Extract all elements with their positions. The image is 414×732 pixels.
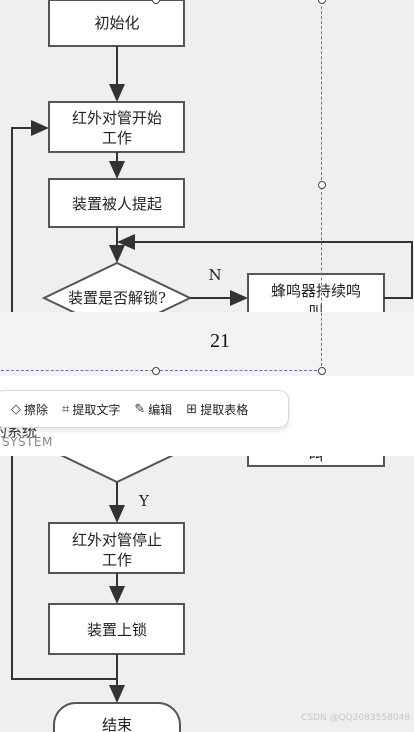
extract-text-label: 提取文字 [72, 402, 121, 417]
table-extract-icon: ⊞ [186, 401, 198, 417]
watermark: CSDN @QQ2083558048 [301, 713, 410, 723]
selection-handle-bottom-right[interactable] [318, 367, 326, 375]
edit-pencil-icon: ✎ [134, 401, 146, 417]
label-no: N [208, 266, 221, 284]
node-unlocked: 装置是否解锁? [68, 289, 166, 307]
page-number: 21 [210, 330, 230, 352]
unlocked-diamond [41, 261, 193, 312]
node-ir-start-line2: 工作 [102, 129, 132, 147]
selection-handle-bottom[interactable] [152, 367, 160, 375]
node-ir-stop-line1: 红外对管停止 [72, 531, 162, 549]
node-ir-start-line1: 红外对管开始 [72, 109, 162, 127]
node-buzzer-line1: 蜂鸣器持续鸣 [271, 282, 361, 300]
background-system-text: SYSTEM [2, 435, 53, 449]
node-buzzer-line2: 叫 [308, 302, 323, 312]
end-terminator [54, 703, 180, 732]
node-lifted: 装置被人提起 [72, 195, 162, 213]
node-ir-stop-line2: 工作 [102, 551, 132, 569]
node-init: 初始化 [94, 14, 139, 32]
edit-button[interactable]: ✎ 编辑 [134, 401, 172, 418]
eraser-icon: ◇ [11, 401, 21, 417]
init-box [48, 0, 185, 47]
flowchart-top: 初始化 红外对管开始 工作 装置被人提起 装置是否解锁? N 蜂鸣器持续鸣 叫 [11, 0, 413, 312]
erase-button[interactable]: ◇ 擦除 [11, 401, 48, 418]
label-yes: Y [138, 492, 150, 510]
erase-label: 擦除 [24, 402, 49, 417]
node-lock: 装置上锁 [87, 621, 147, 639]
buzzer-box [247, 273, 385, 312]
document-page-bottom [0, 456, 414, 732]
selection-handle-right[interactable] [318, 181, 326, 189]
page-footer-band [0, 312, 414, 376]
edit-label: 编辑 [148, 402, 173, 417]
lock-box [49, 604, 184, 654]
screenshot-toolbar: ◇ 擦除 ⌗ 提取文字 ✎ 编辑 ⊞ 提取表格 [0, 390, 289, 428]
extract-text-button[interactable]: ⌗ 提取文字 [62, 401, 120, 418]
document-page-top [0, 0, 414, 312]
extract-table-button[interactable]: ⊞ 提取表格 [186, 401, 248, 418]
text-extract-icon: ⌗ [62, 401, 70, 417]
ir-stop-box [49, 523, 184, 573]
extract-table-label: 提取表格 [200, 402, 249, 417]
node-end: 结束 [102, 716, 132, 732]
